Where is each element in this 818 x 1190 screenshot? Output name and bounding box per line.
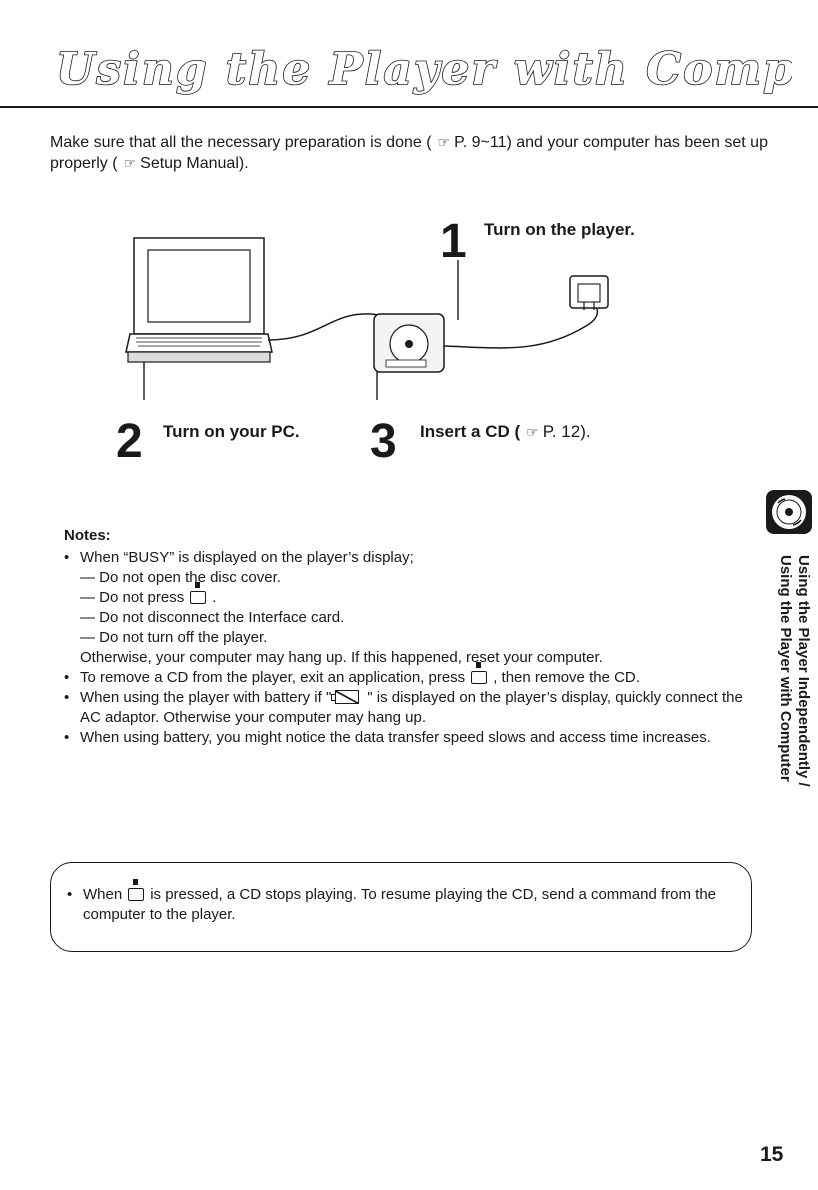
setup-illustration (125, 237, 609, 400)
note-battery-b: " is displayed on the player’s display, … (80, 689, 743, 726)
intro-ref-2: Setup Manual (140, 155, 239, 172)
stop-note-b: is pressed, a CD stops playing. To resum… (83, 886, 717, 923)
step-3-text: Insert a CD ( ☞P. 12). (420, 422, 591, 442)
step-2-text: Turn on your PC. (163, 422, 300, 441)
note-remove-cd-b: , then remove the CD. (493, 669, 640, 686)
step-3-end: ). (580, 422, 591, 441)
note-busy-outro: Otherwise, your computer may hang up. If… (80, 649, 603, 666)
notes-list: When “BUSY” is displayed on the player’s… (64, 548, 764, 748)
intro-paragraph: Make sure that all the necessary prepara… (50, 132, 770, 174)
section-side-tab (762, 488, 814, 813)
page-title-text: Using the Player with Computer (56, 44, 792, 95)
intro-text-1: Make sure that all the necessary prepara… (50, 134, 432, 151)
note-transfer-text: When using battery, you might notice the… (80, 729, 711, 746)
stop-note-a: When (83, 886, 123, 903)
intro-text-2: ) and your computer has been set up prop… (50, 134, 768, 172)
side-tab-label: Using the Player Independently / Using t… (777, 555, 812, 787)
step-3-ref: P. 12 (542, 422, 581, 441)
step-3-number: 3 (370, 415, 397, 468)
cd-icon (766, 490, 812, 534)
intro-ref-1: P. 9~11 (454, 134, 507, 151)
note-dash-1: — Do not open the disc cover. (80, 569, 281, 586)
pointing-hand-icon: ☞ (123, 155, 137, 171)
note-busy-intro: When “BUSY” is displayed on the player’s… (80, 549, 414, 566)
note-battery-a: When using the player with battery if " (80, 689, 332, 706)
note-dash-3: — Do not disconnect the Interface card. (80, 609, 345, 626)
note-remove-cd: To remove a CD from the player, exit an … (64, 662, 764, 688)
pointing-hand-icon: ☞ (437, 134, 451, 150)
page-title: Using the Player with Computer (52, 40, 818, 96)
page-number: 15 (760, 1143, 784, 1166)
step-1-text: Turn on the player. (484, 220, 635, 239)
step-1-number: 1 (440, 215, 467, 268)
note-dash-2: — Do not press. (80, 582, 217, 606)
stop-button-icon (471, 662, 488, 684)
ac-adaptor-illustration (569, 275, 609, 310)
low-battery-icon (331, 690, 360, 704)
step-3-label: Insert a CD ( (420, 422, 521, 441)
cd-player-illustration (373, 313, 445, 373)
title-divider (0, 106, 818, 108)
stop-button-icon (190, 582, 207, 604)
stop-button-icon (128, 879, 145, 901)
laptop-illustration (125, 237, 273, 363)
note-battery: When using the player with battery if ""… (64, 688, 764, 728)
notes-heading: Notes: (64, 527, 111, 544)
note-dash-2-text: — Do not press (80, 589, 185, 606)
note-transfer-speed: When using battery, you might notice the… (64, 728, 764, 748)
step-2-number: 2 (116, 415, 143, 468)
note-remove-cd-a: To remove a CD from the player, exit an … (80, 669, 466, 686)
intro-text-3: ). (238, 155, 249, 172)
pointing-hand-icon: ☞ (526, 424, 539, 440)
note-busy: When “BUSY” is displayed on the player’s… (64, 548, 764, 568)
note-dash-4: — Do not turn off the player. (80, 629, 268, 646)
